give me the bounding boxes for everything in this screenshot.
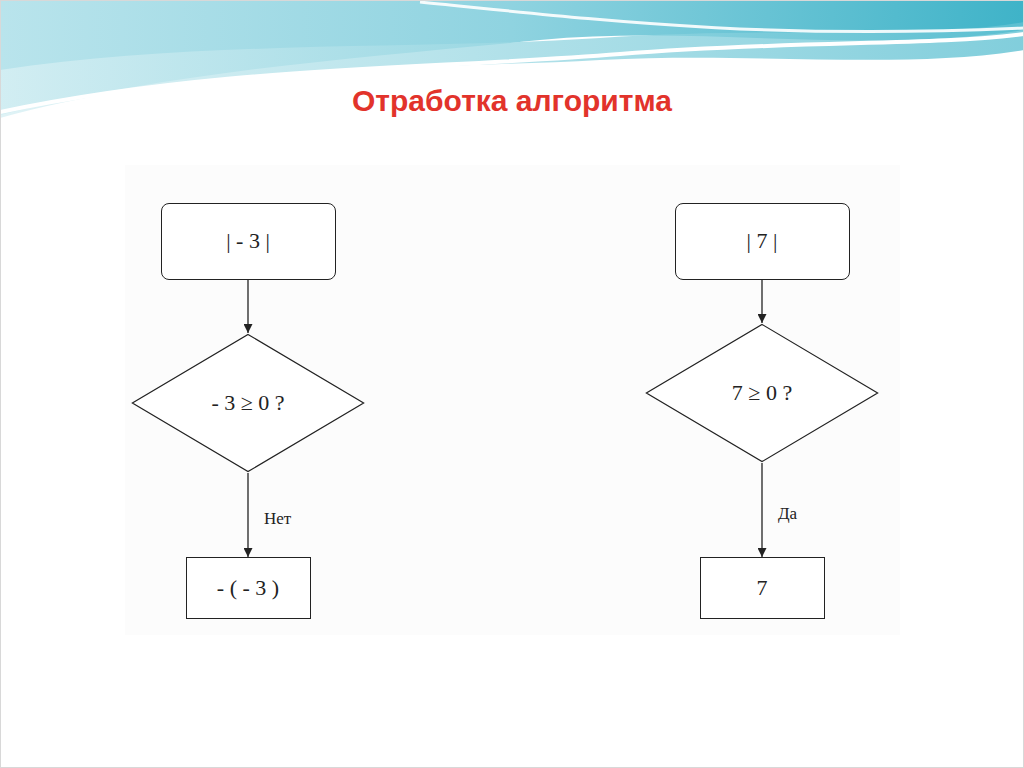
result-box: - ( - 3 ) bbox=[186, 557, 311, 619]
diamond-shape bbox=[132, 334, 363, 471]
text-stack: | - 3 | bbox=[226, 228, 270, 254]
input-box: | - 3 | bbox=[161, 203, 336, 280]
diagram-panel bbox=[125, 165, 900, 635]
diamond-shape bbox=[646, 324, 877, 461]
node-text: 7 bbox=[757, 575, 768, 601]
flow-arrow bbox=[247, 280, 248, 334]
header-wave bbox=[0, 22, 1024, 118]
text-stack: 7 ≥ 0 ? bbox=[732, 380, 792, 406]
branch-label: Да bbox=[776, 504, 799, 524]
flow-arrow bbox=[761, 280, 762, 324]
node-text: 7 ≥ 0 ? bbox=[732, 380, 792, 406]
flow-arrow bbox=[761, 463, 762, 557]
text-stack: - ( - 3 ) bbox=[217, 575, 279, 601]
header-swoosh bbox=[420, 2, 1024, 32]
input-box: | 7 | bbox=[675, 203, 850, 280]
node-text: | 7 | bbox=[747, 228, 778, 254]
node-text: | - 3 | bbox=[226, 228, 270, 254]
node-text: - ( - 3 ) bbox=[217, 575, 279, 601]
text-stack: | 7 | bbox=[747, 228, 778, 254]
result-box: 7 bbox=[700, 557, 825, 619]
decision-diamond: 7 ≥ 0 ? bbox=[644, 323, 880, 463]
branch-label: Нет bbox=[262, 509, 293, 529]
flow-arrow bbox=[247, 473, 248, 557]
text-stack: 7 bbox=[757, 575, 768, 601]
text-stack: - 3 ≥ 0 ? bbox=[211, 390, 284, 416]
decision-diamond: - 3 ≥ 0 ? bbox=[130, 333, 366, 473]
node-text: - 3 ≥ 0 ? bbox=[211, 390, 284, 416]
slide-title: Отработка алгоритма bbox=[0, 84, 1024, 118]
